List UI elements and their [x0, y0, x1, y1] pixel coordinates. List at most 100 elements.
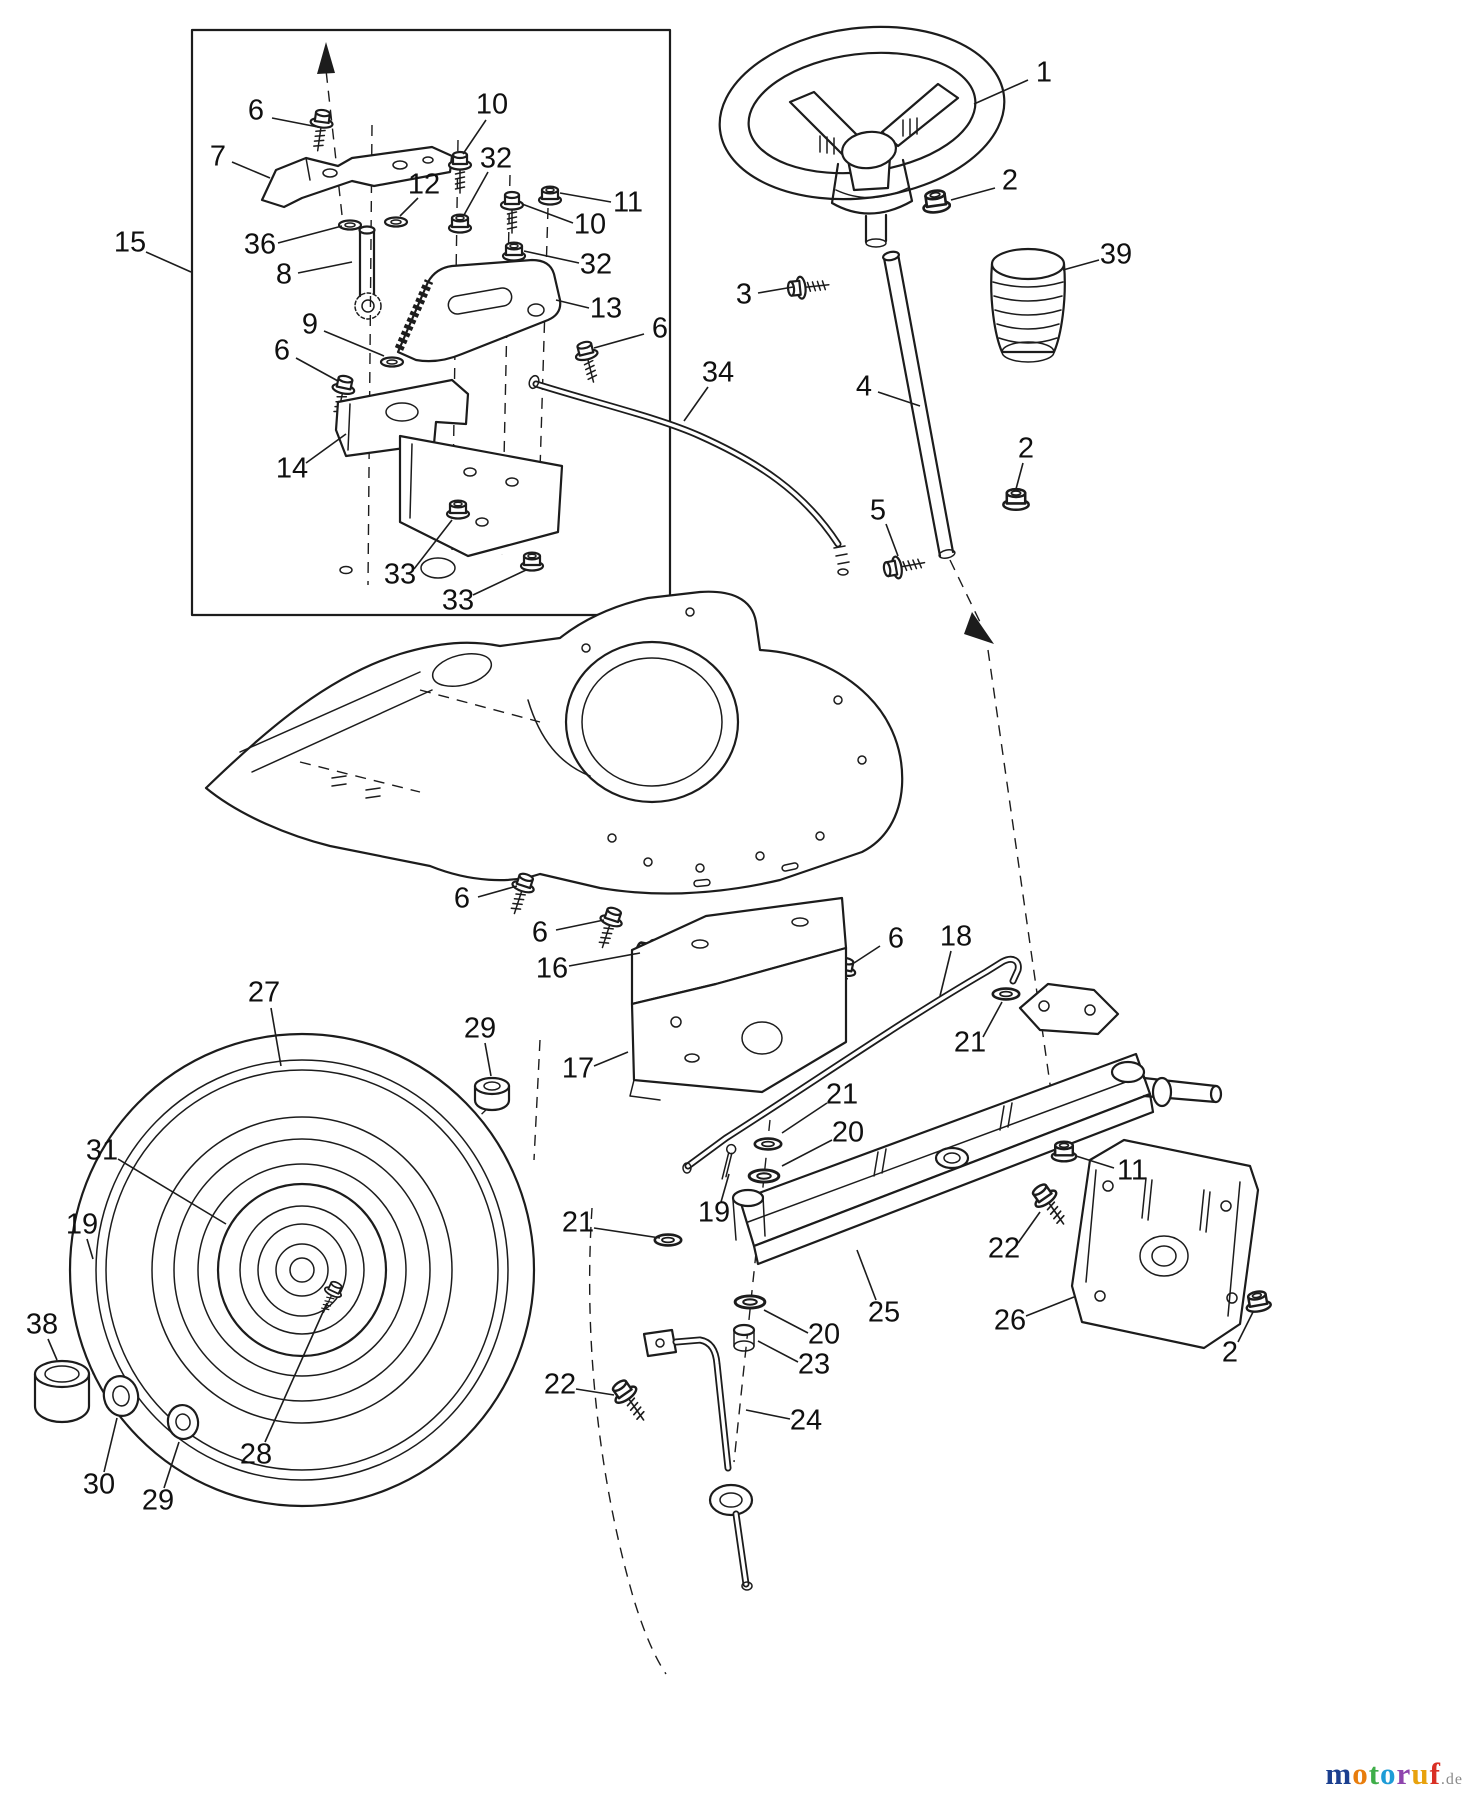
- watermark-letter: t: [1368, 1756, 1381, 1791]
- watermark-suffix: .de: [1440, 1771, 1463, 1788]
- part-callout-13: 13: [590, 293, 622, 325]
- watermark-letter: o: [1352, 1756, 1369, 1791]
- leader-line-6: [295, 357, 339, 382]
- leader-line-17: [593, 1051, 629, 1067]
- leader-line-22: [575, 1388, 615, 1396]
- leader-line-6: [593, 333, 645, 349]
- leader-line-33: [413, 519, 453, 570]
- axle-pivot-bracket: [1018, 982, 1120, 1036]
- flange-nut-11-a: [537, 185, 563, 206]
- leader-line-4: [877, 391, 921, 407]
- bolt-22-a: [1026, 1178, 1075, 1233]
- part-callout-9: 9: [302, 309, 318, 341]
- part-callout-33: 33: [442, 585, 474, 617]
- part-callout-17: 17: [562, 1053, 594, 1085]
- watermark-letter: m: [1325, 1756, 1353, 1791]
- bolt-22-b: [606, 1374, 655, 1429]
- leader-line-23: [757, 1340, 799, 1363]
- bushing-29-bracket: [473, 1076, 511, 1112]
- leader-line-33: [472, 569, 527, 596]
- washer-21-c: [653, 1233, 683, 1247]
- part-callout-12: 12: [408, 169, 440, 201]
- leader-line-22: [1017, 1211, 1041, 1244]
- part-callout-16: 16: [536, 953, 568, 985]
- part-callout-20: 20: [832, 1117, 864, 1149]
- part-callout-21: 21: [826, 1079, 858, 1111]
- leader-line-14: [305, 433, 347, 464]
- leader-line-11: [559, 192, 612, 203]
- part-callout-22: 22: [544, 1369, 576, 1401]
- watermark-letter: f: [1429, 1756, 1441, 1791]
- axle-support-26: [1070, 1138, 1260, 1350]
- part-callout-7: 7: [210, 141, 226, 173]
- part-callout-8: 8: [276, 259, 292, 291]
- leader-line-1: [973, 79, 1029, 105]
- leader-line-29: [484, 1042, 492, 1077]
- part-callout-27: 27: [248, 977, 280, 1009]
- washer-36: [337, 219, 363, 231]
- part-callout-4: 4: [856, 371, 872, 403]
- part-callout-33: 33: [384, 559, 416, 591]
- washer-21-a: [991, 987, 1021, 1001]
- lock-nut-33-a: [445, 499, 471, 520]
- part-callout-15: 15: [114, 227, 146, 259]
- leader-line-21: [593, 1227, 661, 1239]
- flange-nut-11-b: [1050, 1140, 1078, 1163]
- lock-nut-33-b: [519, 551, 545, 572]
- leader-line-3: [757, 286, 794, 294]
- leader-line-36: [277, 225, 343, 244]
- bolt-10-b: [499, 190, 525, 235]
- flange-nut-32-b: [501, 241, 527, 262]
- spacer-23: [732, 1323, 756, 1352]
- washer-20-a: [747, 1168, 781, 1184]
- watermark-letter: u: [1411, 1756, 1430, 1791]
- leader-line-10: [462, 119, 487, 155]
- leader-line-6: [853, 945, 881, 964]
- part-callout-24: 24: [790, 1405, 822, 1437]
- part-callout-3: 3: [736, 279, 752, 311]
- washer-29-wheel: [166, 1403, 200, 1441]
- part-callout-6: 6: [652, 313, 668, 345]
- part-callout-11: 11: [1117, 1155, 1147, 1187]
- steering-sector-gear-13: [394, 258, 562, 363]
- part-callout-21: 21: [562, 1207, 594, 1239]
- part-callout-30: 30: [83, 1469, 115, 1501]
- part-callout-39: 39: [1100, 239, 1132, 271]
- leader-line-34: [683, 386, 709, 422]
- leader-line-2: [1237, 1311, 1254, 1343]
- leader-line-31: [117, 1158, 227, 1225]
- steering-shaft-lower-8: [354, 225, 382, 320]
- bolt-3: [785, 272, 832, 302]
- part-callout-6: 6: [888, 923, 904, 955]
- part-callout-36: 36: [244, 229, 276, 261]
- steering-shaft-4: [882, 250, 994, 644]
- flange-nut-32-a: [447, 213, 473, 234]
- drag-link-34: [528, 374, 850, 576]
- washer-21-b: [753, 1137, 783, 1151]
- part-callout-6: 6: [248, 95, 264, 127]
- leader-line-20: [763, 1309, 809, 1334]
- leader-line-32: [463, 171, 489, 216]
- leader-line-26: [1025, 1296, 1075, 1317]
- front-wheel-27: [68, 1032, 536, 1508]
- part-callout-38: 38: [26, 1309, 58, 1341]
- leader-line-21: [781, 1102, 828, 1134]
- part-callout-11: 11: [613, 187, 643, 219]
- watermark-logo: motoruf.de: [1325, 1756, 1463, 1792]
- leader-line-25: [856, 1249, 877, 1301]
- bolt-10-a: [447, 150, 473, 195]
- leader-line-13: [555, 299, 590, 309]
- washer-20-b: [733, 1294, 767, 1310]
- leader-line-10: [521, 203, 574, 224]
- part-callout-1: 1: [1036, 57, 1052, 89]
- leader-line-24: [745, 1409, 791, 1420]
- part-callout-25: 25: [868, 1297, 900, 1329]
- part-callout-34: 34: [702, 357, 734, 389]
- part-callout-10: 10: [476, 89, 508, 121]
- leader-line-12: [399, 197, 419, 217]
- part-callout-5: 5: [870, 495, 886, 527]
- part-callout-21: 21: [954, 1027, 986, 1059]
- part-callout-10: 10: [574, 209, 606, 241]
